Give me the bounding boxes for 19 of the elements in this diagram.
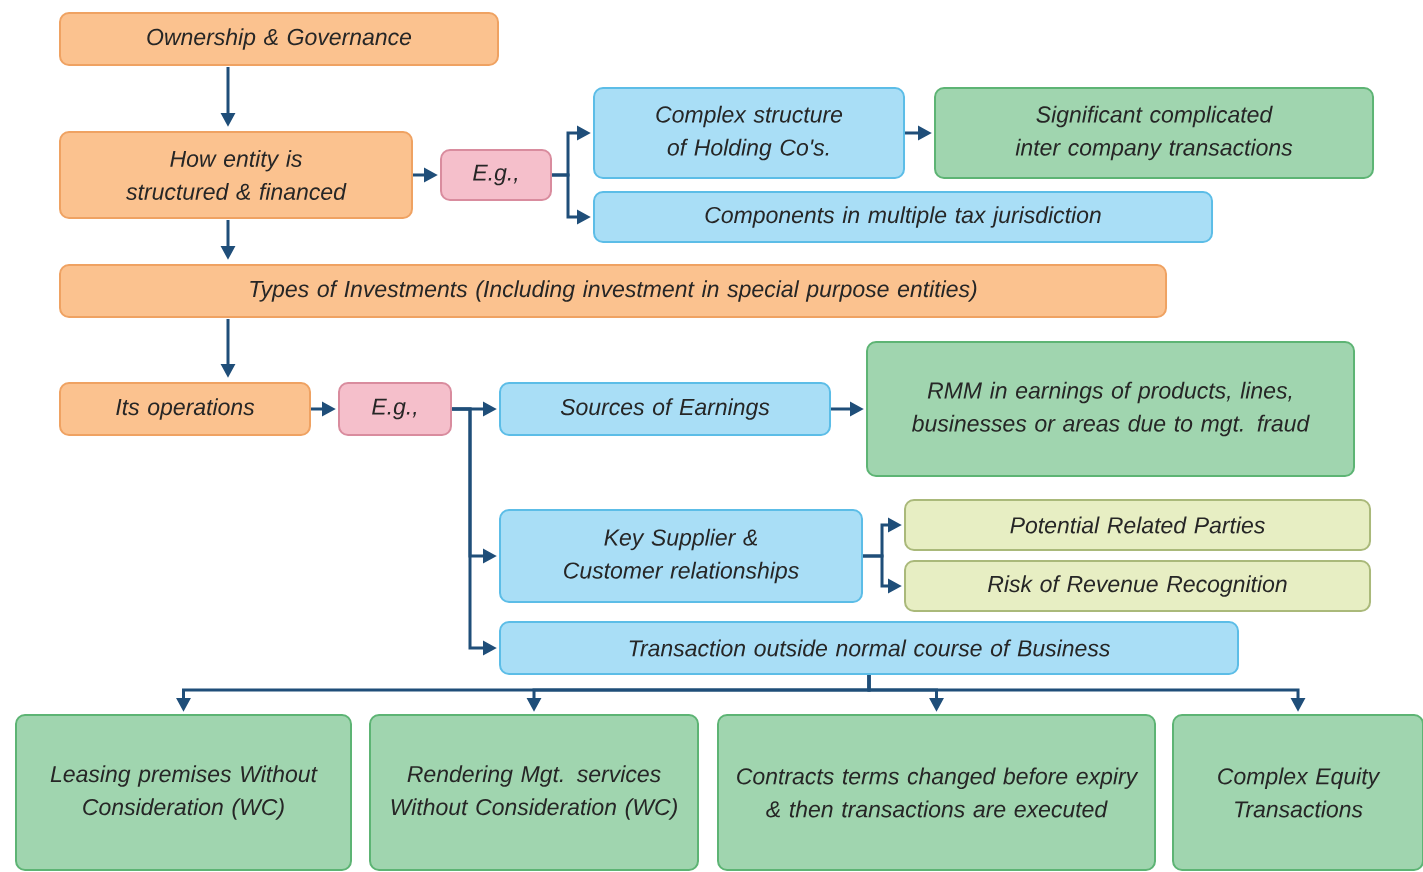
process-box: Its operations: [59, 382, 311, 436]
example-box: E.g.,: [440, 149, 552, 201]
process-box: Complex structure of Holding Co's.: [593, 87, 905, 179]
outcome-box: Leasing premises Without Consideration (WC): [15, 714, 352, 871]
outcome-box: Significant complicated inter company transactions: [934, 87, 1374, 179]
process-box: Ownership & Governance: [59, 12, 499, 66]
outcome-box: Risk of Revenue Recognition: [904, 560, 1371, 612]
outcome-box: Rendering Mgt. services Without Consideration (WC): [369, 714, 699, 871]
process-box: Transaction outside normal course of Business: [499, 621, 1239, 675]
outcome-box: RMM in earnings of products, lines, businesses or areas due to mgt. fraud: [866, 341, 1355, 477]
process-box: Types of Investments (Including investment in special purpose entities): [59, 264, 1167, 318]
outcome-box: Potential Related Parties: [904, 499, 1371, 551]
process-box: Key Supplier & Customer relationships: [499, 509, 863, 603]
outcome-box: Complex Equity Transactions: [1172, 714, 1423, 871]
process-box: Sources of Earnings: [499, 382, 831, 436]
outcome-box: Contracts terms changed before expiry & then transactions are executed: [717, 714, 1156, 871]
process-box: How entity is structured & financed: [59, 131, 413, 219]
example-box: E.g.,: [338, 382, 452, 436]
process-box: Components in multiple tax jurisdiction: [593, 191, 1213, 243]
